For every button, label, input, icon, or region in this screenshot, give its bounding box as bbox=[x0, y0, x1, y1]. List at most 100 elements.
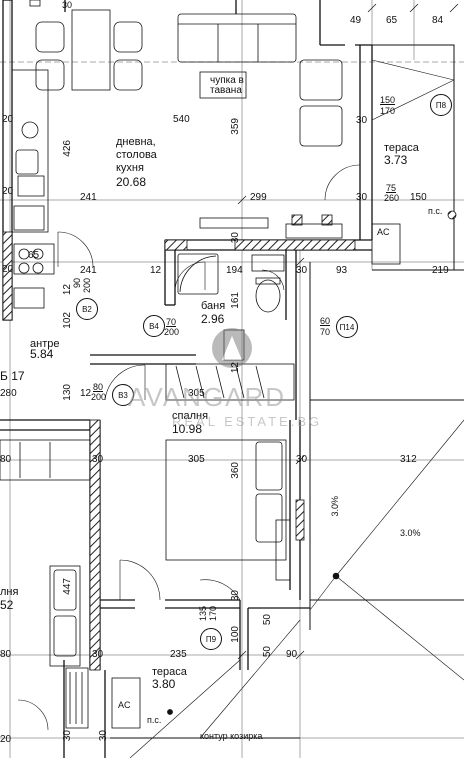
bed bbox=[165, 439, 291, 581]
dimension-ticks bbox=[237, 3, 459, 660]
left-room-name: лня bbox=[0, 586, 19, 598]
dim-12c: 12 bbox=[80, 388, 92, 399]
watermark-logo bbox=[212, 328, 252, 368]
door-75-260-height: 260 bbox=[384, 193, 400, 203]
opening-p9-marker: П9 bbox=[200, 628, 222, 650]
dim-50b: 50 bbox=[262, 646, 273, 658]
hall-name: антре bbox=[30, 338, 60, 350]
dim-50a: 50 bbox=[262, 614, 273, 626]
door-b2-marker: В2 bbox=[76, 298, 98, 320]
dim-150: 150 bbox=[410, 192, 427, 203]
dim-top-84: 84 bbox=[432, 15, 444, 26]
door-75-260-width: 75 bbox=[386, 183, 397, 193]
dim-65: 65 bbox=[28, 250, 40, 261]
dim-80b: 80 bbox=[0, 649, 12, 660]
door-b4-width: 70 bbox=[166, 317, 177, 327]
attic-hatch-note-2: тавана bbox=[210, 85, 242, 96]
dim-20d: 20 bbox=[0, 734, 12, 745]
bathroom-fixtures bbox=[177, 253, 285, 361]
door-swings bbox=[17, 164, 361, 731]
dim-305b: 305 bbox=[188, 454, 205, 465]
dim-30b: 30 bbox=[356, 192, 368, 203]
ac-top-label: AC bbox=[377, 227, 390, 237]
dim-top-65: 65 bbox=[386, 15, 398, 26]
dim-20c: 20 bbox=[2, 264, 14, 275]
bedroom-area: 10.98 bbox=[172, 422, 203, 436]
ac-units bbox=[111, 210, 457, 729]
opening-p14-width: 60 bbox=[320, 316, 331, 326]
apartment-label: Б 17 bbox=[0, 369, 25, 383]
dining-set bbox=[29, 0, 143, 91]
door-90-200-height: 200 bbox=[82, 278, 92, 294]
left-room-furniture bbox=[49, 565, 89, 729]
left-room-area: 52 bbox=[0, 598, 14, 612]
lounge-furniture bbox=[177, 13, 343, 239]
slope-note-2: 3.0% bbox=[400, 528, 421, 538]
opening-p8-marker: П8 bbox=[430, 94, 452, 116]
dim-12d: 12 bbox=[230, 362, 241, 374]
dim-30h: 30 bbox=[230, 590, 241, 602]
dim-top-49: 49 bbox=[350, 15, 362, 26]
living-room-name-3: кухня bbox=[116, 162, 144, 174]
dim-30a: 30 bbox=[356, 115, 368, 126]
dim-280: 280 bbox=[0, 388, 17, 399]
kitchen bbox=[11, 69, 55, 309]
hatched-walls bbox=[2, 214, 356, 671]
ps-top-note: п.с. bbox=[428, 206, 443, 216]
slope-lines bbox=[129, 59, 464, 758]
door-b4-marker: В4 bbox=[143, 315, 165, 337]
dim-top-30: 30 bbox=[62, 0, 73, 10]
dim-30d: 30 bbox=[296, 265, 308, 276]
watermark-line-2: REAL ESTATE.BG bbox=[172, 414, 323, 429]
terrace-bottom-area: 3.80 bbox=[152, 677, 176, 691]
watermark-line-1: AVANGARD bbox=[128, 382, 287, 412]
dim-20b: 20 bbox=[2, 186, 14, 197]
attic-hatch-note-1: чупка в bbox=[210, 75, 244, 86]
opening-p14-marker: П14 bbox=[336, 316, 358, 338]
dim-360: 360 bbox=[230, 462, 241, 479]
dim-12b: 12 bbox=[62, 284, 73, 296]
dim-194: 194 bbox=[226, 265, 243, 276]
terrace-bottom-name: тераса bbox=[152, 666, 187, 678]
dim-30f: 30 bbox=[296, 454, 308, 465]
opening-p8-width: 150 bbox=[380, 95, 396, 105]
dim-540: 540 bbox=[173, 114, 190, 125]
door-b4-height: 200 bbox=[164, 327, 180, 337]
dim-305a: 305 bbox=[188, 388, 205, 399]
opening-p8-height: 170 bbox=[380, 106, 396, 116]
living-room-name-1: дневна, bbox=[116, 136, 156, 148]
door-b3-marker: В3 bbox=[112, 384, 134, 406]
dim-30i: 30 bbox=[92, 649, 104, 660]
hall-area: 5.84 bbox=[30, 347, 54, 361]
door-80-200-height: 200 bbox=[91, 392, 107, 402]
dim-312: 312 bbox=[400, 454, 417, 465]
terrace-top-name: тераса bbox=[384, 142, 419, 154]
living-room-name-2: столова bbox=[116, 149, 157, 161]
bedroom-name: спалня bbox=[172, 410, 209, 422]
dim-80a: 80 bbox=[0, 454, 12, 465]
ac-bottom-label: AC bbox=[118, 700, 131, 710]
dim-12a: 12 bbox=[150, 265, 162, 276]
slope-note-1: 3.0% bbox=[330, 496, 340, 517]
dim-90: 90 bbox=[286, 649, 298, 660]
dim-219: 219 bbox=[432, 265, 449, 276]
dim-20a: 20 bbox=[2, 114, 14, 125]
dim-447: 447 bbox=[62, 578, 73, 595]
dim-100: 100 bbox=[230, 626, 241, 643]
dim-299: 299 bbox=[250, 192, 267, 203]
dim-30g: 30 bbox=[92, 454, 104, 465]
dim-359: 359 bbox=[230, 118, 241, 135]
dim-426: 426 bbox=[62, 140, 73, 157]
bath-name: баня bbox=[201, 300, 226, 312]
terrace-top-area: 3.73 bbox=[384, 153, 408, 167]
dim-241b: 241 bbox=[80, 265, 97, 276]
opening-p9-height: 170 bbox=[208, 606, 218, 622]
dim-130: 130 bbox=[62, 384, 73, 401]
canopy-contour-note: контур козирка bbox=[200, 731, 263, 741]
living-room-area: 20.68 bbox=[116, 175, 147, 189]
opening-p14-height: 70 bbox=[320, 327, 331, 337]
terrace-outline bbox=[110, 44, 464, 739]
dim-241a: 241 bbox=[80, 192, 97, 203]
